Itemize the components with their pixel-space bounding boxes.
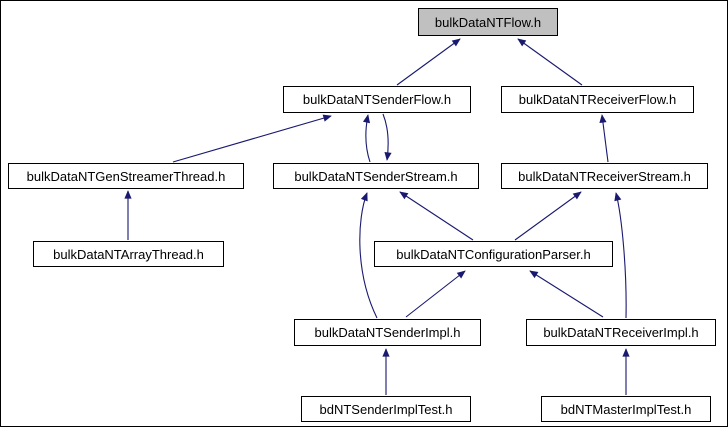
- edge-configurationparser-to-senderstream: [399, 191, 474, 241]
- edge-genstreamerthread-to-senderflow: [172, 114, 332, 163]
- edge-receiverimpl-to-receiverstream: [614, 192, 627, 319]
- node-bulkdatantreceiverstream[interactable]: bulkDataNTReceiverStream.h: [501, 163, 708, 189]
- edge-receiverimpl-to-configurationparser: [529, 270, 604, 318]
- edge-senderflow-to-senderstream: [382, 113, 392, 161]
- edge-senderstream-to-senderflow: [362, 114, 371, 163]
- node-bulkdatantsenderflow[interactable]: bulkDataNTSenderFlow.h: [283, 86, 471, 113]
- edge-receiverstream-to-receiverflow: [599, 114, 609, 163]
- node-bulkdatantsenderimpl[interactable]: bulkDataNTSenderImpl.h: [294, 319, 481, 346]
- edge-senderimpl-to-configurationparser: [405, 270, 466, 318]
- node-bulkdatantgenstreamerthread[interactable]: bulkDataNTGenStreamerThread.h: [8, 163, 244, 189]
- node-bdntsenderimpltest[interactable]: bdNTSenderImplTest.h: [301, 396, 471, 422]
- node-bulkdatantreceiverimpl[interactable]: bulkDataNTReceiverImpl.h: [526, 319, 716, 346]
- node-bulkdatantflow[interactable]: bulkDataNTFlow.h: [418, 8, 558, 36]
- node-bulkdatantarraythread[interactable]: bulkDataNTArrayThread.h: [33, 241, 224, 267]
- node-bulkdatantconfigurationparser[interactable]: bulkDataNTConfigurationParser.h: [374, 241, 613, 267]
- node-bulkdatantreceiverflow[interactable]: bulkDataNTReceiverFlow.h: [501, 86, 694, 113]
- edge-senderflow-to-flow: [396, 38, 461, 86]
- edge-configurationparser-to-receiverstream: [514, 191, 582, 241]
- edge-receiverflow-to-flow: [517, 38, 583, 86]
- node-bdntmasterimpltest[interactable]: bdNTMasterImplTest.h: [541, 396, 711, 422]
- node-bulkdatantsenderstream[interactable]: bulkDataNTSenderStream.h: [273, 163, 479, 189]
